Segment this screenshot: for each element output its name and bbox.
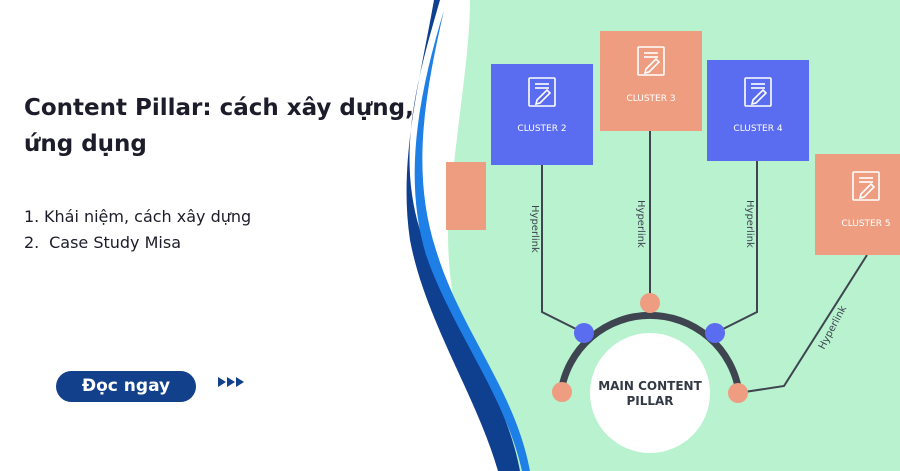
document-edit-icon [744,77,772,107]
node-cluster-3 [640,293,660,313]
cluster-label: CLUSTER 5 [841,219,890,229]
cluster-card-3: CLUSTER 3 [600,31,702,131]
node-hidden [552,382,572,402]
main-pillar-circle [590,333,710,453]
document-edit-icon [528,77,556,107]
node-cluster-2 [574,323,594,343]
pillar-arc [557,311,743,393]
main-pillar-label-1: MAIN CONTENT [598,379,702,393]
list-item: 2. Case Study Misa [24,230,251,256]
read-now-button[interactable]: Đọc ngay [56,371,196,402]
hyperlink-label: Hyperlink [529,205,540,253]
list-item-number: 1. [24,207,40,226]
list-item-text: Khái niệm, cách xây dựng [44,207,252,226]
title-line-2: ứng dụng [24,131,147,158]
cluster-card-hidden [446,162,486,230]
cluster-label: CLUSTER 4 [733,124,782,134]
list-item-number: 2. [24,233,40,252]
main-pillar-label-2: PILLAR [626,394,673,408]
hyperlink-label: Hyperlink [744,200,755,248]
cluster-label: CLUSTER 3 [626,94,675,104]
cluster-card-5: CLUSTER 5 [815,154,900,255]
play-arrows-icon [218,377,244,387]
list-item-text: Case Study Misa [44,233,181,252]
node-cluster-4 [705,323,725,343]
connector-lines [541,131,868,394]
cluster-label: CLUSTER 2 [517,124,566,134]
document-edit-icon [637,46,665,76]
cluster-card-2: CLUSTER 2 [491,64,593,165]
page-title: Content Pillar: cách xây dựng, ứng dụng [24,90,424,163]
outline-list: 1.Khái niệm, cách xây dựng 2. Case Study… [24,204,251,256]
hyperlink-label: Hyperlink [635,200,646,248]
headline-block: Content Pillar: cách xây dựng, ứng dụng [24,90,424,163]
title-line-1: Content Pillar: cách xây dựng, [24,95,414,121]
cluster-card-4: CLUSTER 4 [707,60,809,161]
document-edit-icon [852,171,880,201]
node-cluster-5 [728,383,748,403]
ribbon-dark [406,0,520,471]
list-item: 1.Khái niệm, cách xây dựng [24,204,251,230]
